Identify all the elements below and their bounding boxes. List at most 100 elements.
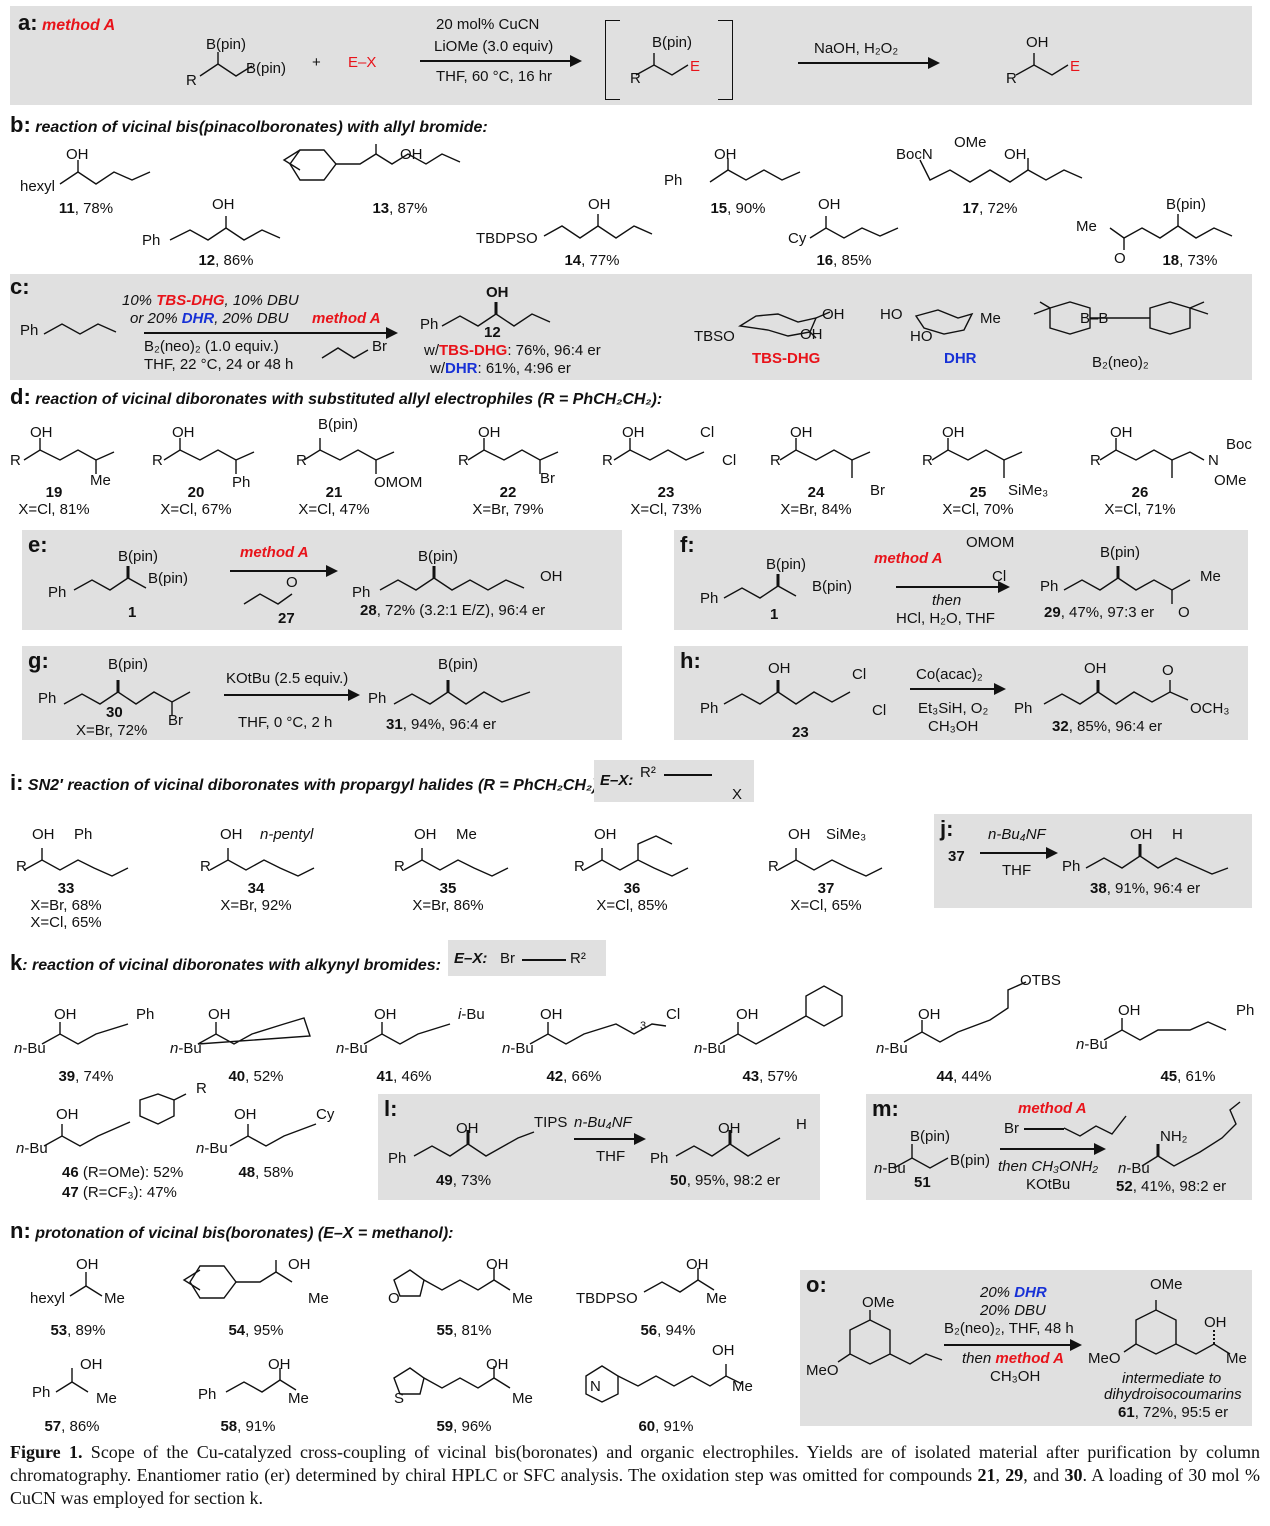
compound-20-oh: OH — [172, 424, 195, 441]
compound-40-structure — [197, 1017, 311, 1045]
compound-44-structure — [903, 981, 1027, 1043]
panel-f-bpin1: B(pin) — [766, 556, 807, 573]
panel-m-sm-num: 51 — [914, 1174, 931, 1191]
compound-13-oh: OH — [400, 146, 423, 163]
compound-34-structure — [209, 848, 315, 877]
compound-16-structure — [809, 216, 899, 239]
compound-23-cl1: Cl — [700, 424, 715, 441]
panel-f-label: f: — [680, 532, 695, 557]
panel-o — [800, 1270, 1252, 1426]
compound-12-label: 12, 86% — [198, 252, 254, 269]
panel-k-br: Br — [500, 950, 515, 967]
panel-a-bpin1: B(pin) — [206, 36, 247, 53]
b2neo2-name: B₂(neo)₂ — [1092, 354, 1149, 371]
panel-c-cond3: B₂(neo)₂ (1.0 equiv.) — [144, 338, 279, 355]
panel-c-result2: w/DHR: 61%, 4:96 er — [430, 360, 571, 377]
panel-f-ph: Ph — [700, 590, 719, 607]
panel-l-sm — [413, 1130, 535, 1157]
compound-57-ph: Ph — [32, 1384, 51, 1401]
compound-20-sub: Ph — [232, 474, 251, 491]
panel-o-result: 61, 72%, 95:5 er — [1118, 1404, 1229, 1421]
compound-39-oh: OH — [54, 1006, 77, 1023]
compound-37-oh: OH — [788, 826, 811, 843]
compound-60-label: 60, 91% — [638, 1418, 694, 1435]
compound-56-structure — [643, 1268, 715, 1293]
compound-45-nbu: n-Bu — [1076, 1036, 1108, 1053]
panel-c-cond2: or 20% DHR, 20% DBU — [130, 310, 289, 327]
panel-f-reagent: OMOM — [966, 534, 1015, 551]
panel-e-result: 28, 72% (3.2:1 E/Z), 96:4 er — [360, 602, 546, 619]
panel-l-prod-h: H — [796, 1116, 807, 1133]
panel-m-bpin2: B(pin) — [950, 1152, 991, 1169]
compound-45-oh: OH — [1118, 1002, 1141, 1019]
compound-14-structure — [543, 214, 653, 239]
panel-g-prod-bpin: B(pin) — [438, 656, 479, 673]
panel-h-prod-och3: OCH₃ — [1190, 700, 1230, 717]
panel-f-prod-ph: Ph — [1040, 578, 1059, 595]
compound-58-oh: OH — [268, 1356, 291, 1373]
panel-l-ph: Ph — [388, 1150, 407, 1167]
compound-15-oh: OH — [714, 146, 737, 163]
panel-a-bracket-right — [718, 20, 733, 100]
compound-56-label: 56, 94% — [640, 1322, 696, 1339]
panel-a-oxidation: NaOH, H₂O₂ — [814, 40, 899, 57]
panel-c-method: method A — [312, 310, 381, 327]
compound-54-label: 54, 95% — [228, 1322, 284, 1339]
compound-17-sub2: OMe — [954, 134, 987, 151]
panel-l-prod-oh: OH — [718, 1120, 741, 1137]
panel-g-result: 31, 94%, 96:4 er — [386, 716, 497, 733]
compound-17-label: 17, 72% — [962, 200, 1018, 217]
compound-45-structure — [1103, 1018, 1227, 1041]
compound-57-oh: OH — [80, 1356, 103, 1373]
panel-h-label: h: — [680, 648, 701, 673]
panel-j-ph: Ph — [1062, 858, 1081, 875]
compound-59-me: Me — [512, 1390, 533, 1407]
panel-j-oh: OH — [1130, 826, 1153, 843]
panel-h-prod-oh: OH — [1084, 660, 1107, 677]
panel-m-nbu: n-Bu — [874, 1160, 906, 1177]
panel-h-sm-num: 23 — [792, 724, 809, 741]
compound-34-oh: OH — [220, 826, 243, 843]
compound-57-me: Me — [96, 1390, 117, 1407]
compound-55-label: 55, 81% — [436, 1322, 492, 1339]
compound-33-structure — [23, 848, 129, 877]
panel-f-result: 29, 47%, 97:3 er — [1044, 604, 1155, 621]
compound-60-oh: OH — [712, 1342, 735, 1359]
dhr-ho1: HO — [880, 306, 903, 323]
panel-a-conditions: THF, 60 °C, 16 hr — [436, 68, 553, 85]
panel-l-reagent: n-Bu₄NF — [574, 1114, 632, 1131]
compound-16-oh: OH — [818, 196, 841, 213]
compound-55-oh: OH — [486, 1256, 509, 1273]
compound-11-structure — [59, 160, 151, 185]
panel-f-cl: Cl — [992, 568, 1007, 585]
panel-o-note2: dihydroisocoumarins — [1104, 1386, 1242, 1403]
compound-25-sub: SiMe₃ — [1008, 482, 1049, 499]
panel-g-sm-cond: X=Br, 72% — [76, 722, 148, 739]
panel-a-arrow2 — [798, 57, 940, 69]
compound-22-structure — [467, 438, 559, 474]
panel-a-plus: + — [312, 54, 321, 71]
panel-e-prod-oh: OH — [540, 568, 563, 585]
compound-44-otbs: OTBS — [1020, 972, 1061, 989]
panel-a-int-r: R — [630, 70, 641, 87]
panel-o-ome1: OMe — [862, 1294, 895, 1311]
panel-e-epoxide — [243, 593, 293, 605]
compound-60-n: N — [590, 1378, 601, 1395]
compound-56-oh: OH — [686, 1256, 709, 1273]
compound-35-r: R — [394, 858, 405, 875]
panel-j-cond: THF — [1002, 862, 1032, 879]
panel-f-sm-num: 1 — [770, 606, 779, 623]
dhr-structure — [914, 309, 974, 335]
panel-j-label: j: — [940, 816, 954, 841]
compound-42-nbu: n-Bu — [502, 1040, 534, 1057]
compound-19-oh: OH — [30, 424, 53, 441]
panel-h-cond2: CH₃OH — [928, 718, 979, 735]
compound-59-s: S — [394, 1390, 405, 1407]
panel-l-result: 50, 95%, 98:2 er — [670, 1172, 781, 1189]
panel-c-product — [441, 302, 551, 327]
panel-m-result: 52, 41%, 98:2 er — [1116, 1178, 1227, 1195]
